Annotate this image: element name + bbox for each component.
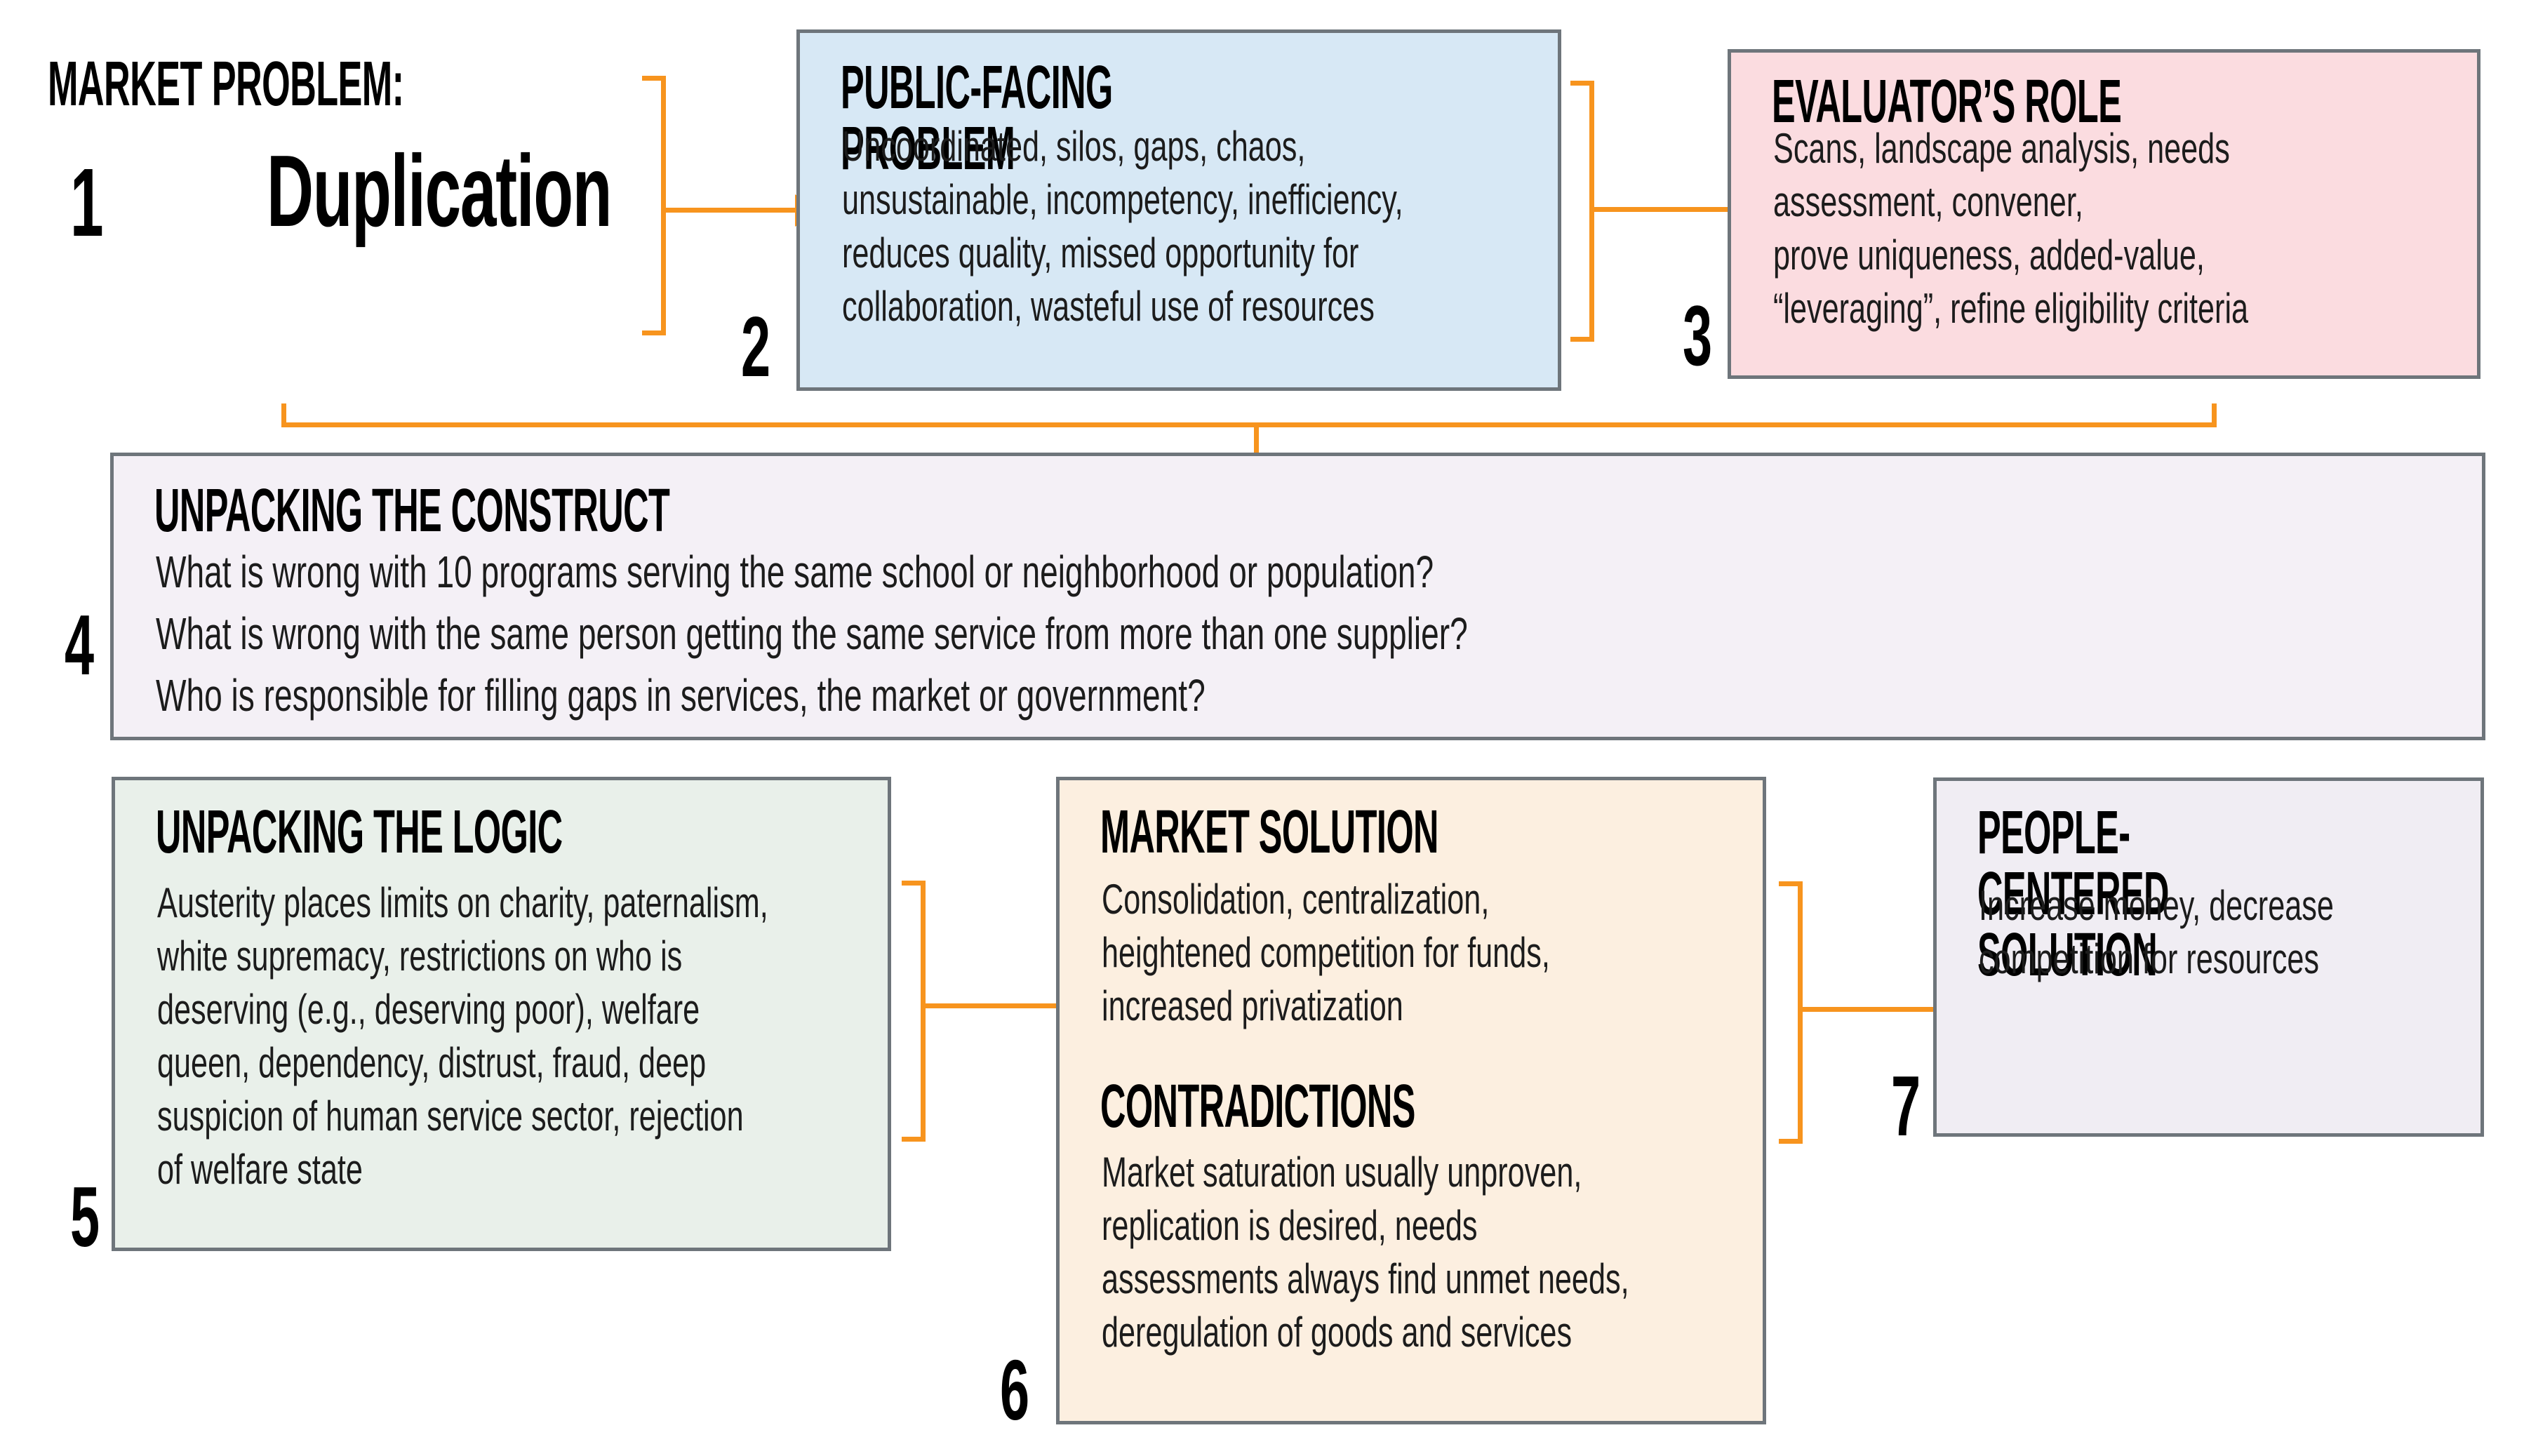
market-problem-value: Duplication: [267, 134, 612, 248]
row-connector-left-tick: [281, 403, 286, 427]
bracket-1-line: [661, 76, 666, 335]
bracket-1-top-tick: [642, 76, 666, 81]
arrow-5-6-line: [926, 1003, 1061, 1008]
bracket-2-bottom-tick: [1570, 337, 1594, 342]
unpacking-logic-body: Austerity places limits on charity, pate…: [157, 879, 768, 1193]
bracket-1-bottom-tick: [642, 330, 666, 335]
market-problem-label: MARKET PROBLEM:: [48, 49, 404, 119]
arrow-2-3-line: [1594, 207, 1730, 212]
step-3-number: 3: [1683, 288, 1713, 383]
step-4-number: 4: [65, 597, 95, 693]
bracket-2-line: [1589, 81, 1594, 342]
evaluators-role-box: EVALUATOR’S ROLE Scans, landscape analys…: [1728, 49, 2480, 379]
people-centered-solution-box: PEOPLE-CENTERED SOLUTION Increase money,…: [1933, 777, 2484, 1137]
unpacking-construct-box: UNPACKING THE CONSTRUCT What is wrong wi…: [110, 453, 2485, 740]
step-5-number: 5: [70, 1169, 100, 1264]
unpacking-construct-title: UNPACKING THE CONSTRUCT: [154, 476, 670, 545]
people-centered-solution-title: PEOPLE-CENTERED SOLUTION: [1977, 799, 2169, 989]
arrow-1-2-line: [666, 208, 796, 213]
bracket-5-line: [921, 881, 926, 1142]
market-solution-body: Consolidation, centralization, heightene…: [1102, 876, 1550, 1029]
bracket-6-bottom-tick: [1779, 1139, 1803, 1144]
contradictions-body: Market saturation usually unproven, repl…: [1102, 1149, 1629, 1356]
public-facing-problem-box: PUBLIC-FACING PROBLEM Uncoordinated, sil…: [796, 29, 1561, 391]
market-solution-box: MARKET SOLUTION Consolidation, centraliz…: [1056, 777, 1766, 1424]
people-centered-solution-body: Increase money, decrease competition for…: [1979, 882, 2334, 982]
public-facing-problem-title: PUBLIC-FACING PROBLEM: [841, 53, 1113, 182]
evaluators-role-body: Scans, landscape analysis, needs assessm…: [1773, 125, 2249, 332]
contradictions-title: CONTRADICTIONS: [1100, 1072, 1415, 1140]
row-connector-line: [281, 422, 2217, 427]
bracket-6-line: [1798, 881, 1803, 1144]
evaluators-role-title: EVALUATOR’S ROLE: [1772, 67, 2122, 135]
public-facing-problem-body: Uncoordinated, silos, gaps, chaos, unsus…: [842, 123, 1403, 330]
step-7-number: 7: [1891, 1058, 1921, 1154]
arrow-6-7-line: [1803, 1007, 1936, 1012]
step-2-number: 2: [741, 299, 771, 394]
unpacking-construct-body: What is wrong with 10 programs serving t…: [156, 547, 1468, 721]
unpacking-logic-title: UNPACKING THE LOGIC: [156, 798, 563, 866]
bracket-5-top-tick: [902, 881, 926, 886]
unpacking-logic-box: UNPACKING THE LOGIC Austerity places lim…: [112, 777, 891, 1251]
bracket-2-top-tick: [1570, 81, 1594, 86]
row-connector-right-tick: [2212, 403, 2217, 427]
market-solution-title: MARKET SOLUTION: [1100, 798, 1438, 866]
step-6-number: 6: [1000, 1342, 1030, 1438]
bracket-5-bottom-tick: [902, 1137, 926, 1142]
step-1-number: 1: [70, 149, 104, 257]
bracket-6-top-tick: [1779, 881, 1803, 886]
